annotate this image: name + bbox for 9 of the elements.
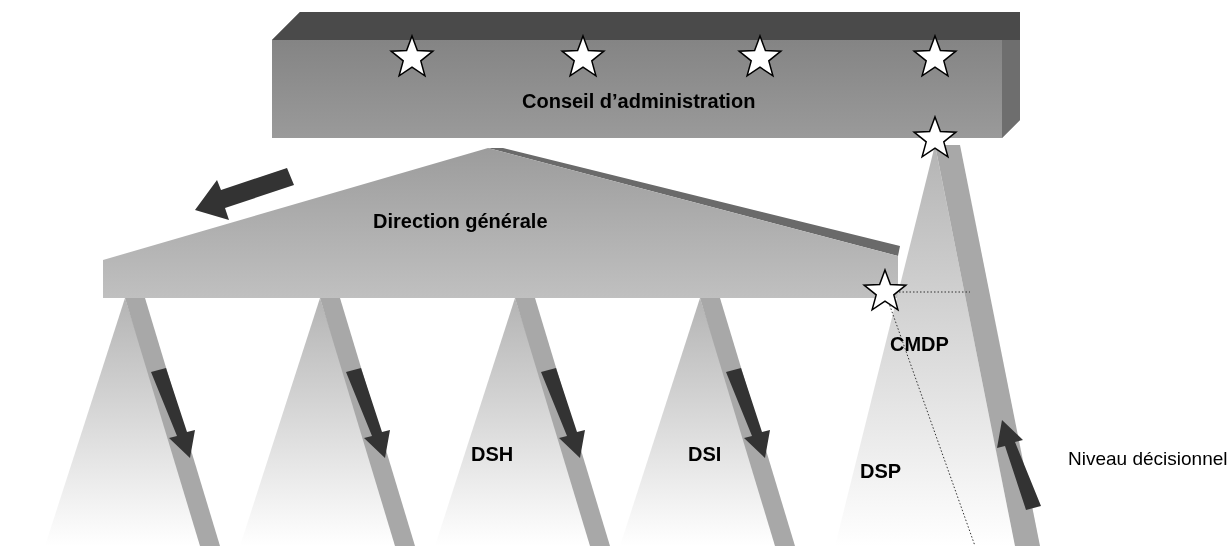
node-label: CMDP (890, 333, 949, 356)
level-note: Niveau décisionnel (1068, 448, 1228, 471)
pyramid-roof (103, 146, 903, 298)
node-label: DSP (860, 460, 902, 483)
node-label: Direction générale (373, 210, 548, 233)
node-label: Conseil d’administration (522, 90, 756, 113)
node-label: DSH (471, 443, 514, 466)
node-label: DSI (688, 443, 722, 466)
board-block-drawing (272, 12, 1020, 138)
